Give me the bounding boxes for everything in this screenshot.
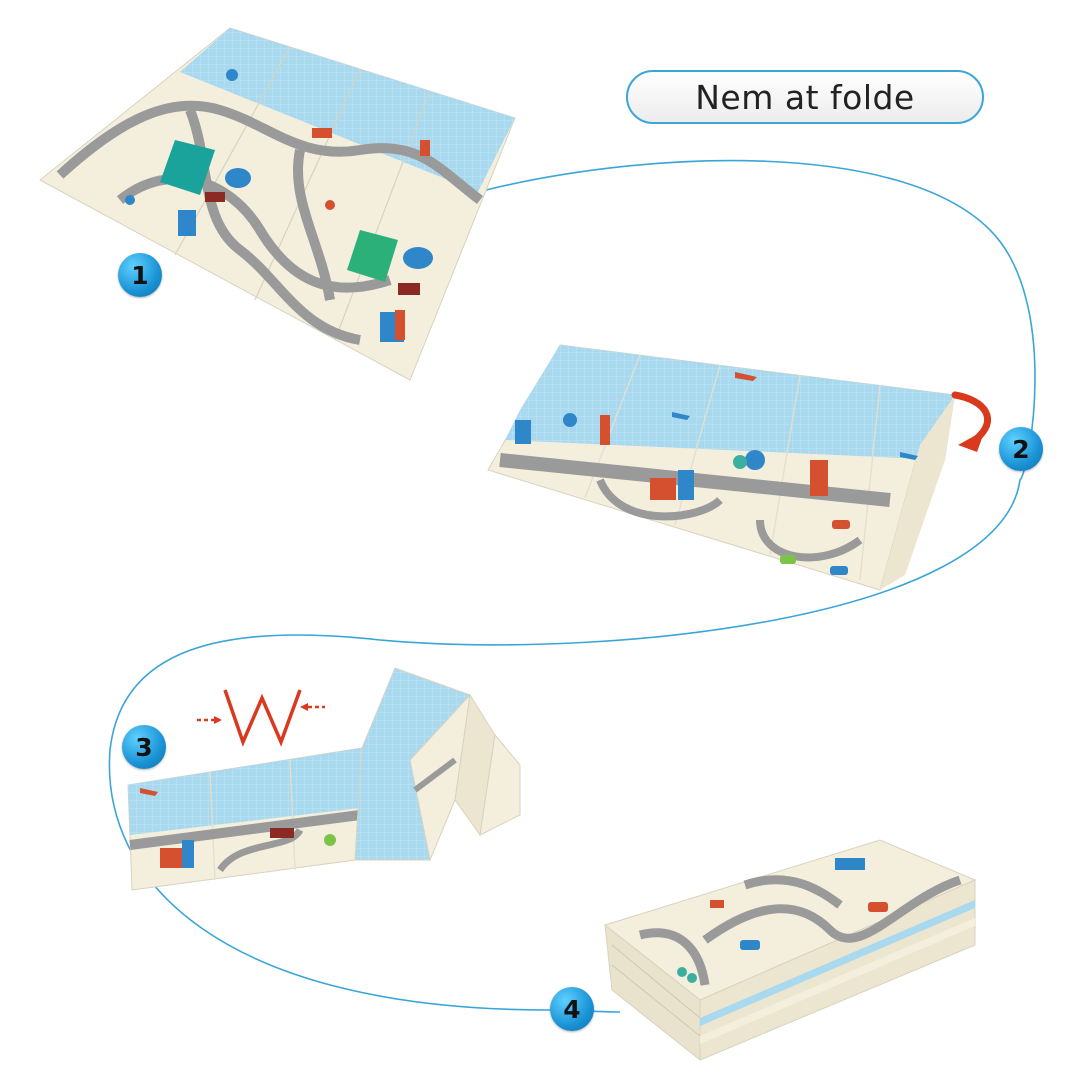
connector-line xyxy=(108,159,1036,1013)
mat-zigzag xyxy=(127,667,521,891)
step-badge-3: 3 xyxy=(122,725,166,769)
mat-half-folded xyxy=(487,344,956,591)
step-badge-1: 1 xyxy=(118,253,162,297)
step-badge-2: 2 xyxy=(999,427,1043,471)
curved-arrow-icon xyxy=(951,391,991,452)
mat-folded-stack xyxy=(603,839,977,1062)
page-title: Nem at folde xyxy=(626,70,984,124)
mat-open xyxy=(39,27,516,381)
zigzag-fold-icon xyxy=(197,689,325,747)
step-badge-4: 4 xyxy=(550,987,594,1031)
